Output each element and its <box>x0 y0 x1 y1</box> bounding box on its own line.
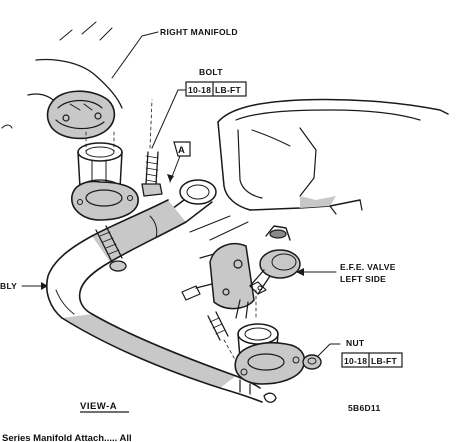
efe-valve <box>181 225 301 319</box>
lower-flange <box>234 323 306 403</box>
upper-flange <box>71 180 139 221</box>
nut-torque-value: 10-18 <box>344 356 367 366</box>
leader-bolt <box>151 89 187 149</box>
callout-a-letter: A <box>178 145 185 156</box>
leader-nut <box>317 343 341 357</box>
label-right-manifold: RIGHT MANIFOLD <box>160 27 238 37</box>
nut-part <box>302 354 322 370</box>
label-bolt: BOLT <box>199 67 223 77</box>
callout-a: A <box>167 141 191 183</box>
label-efe-valve-line1: E.F.E. VALVE <box>340 262 396 272</box>
engine-housing <box>189 98 449 241</box>
label-nut: NUT <box>346 338 365 348</box>
figure-caption-partial: Series Manifold Attach..... All <box>2 433 132 442</box>
pipe-bolt <box>95 225 127 272</box>
top-bolt <box>141 151 163 197</box>
label-figure-code: 5B6D11 <box>348 403 381 413</box>
bolt-torque-box: 10-18 LB-FT <box>185 81 247 97</box>
right-manifold <box>1 21 123 140</box>
nut-torque-unit: LB-FT <box>371 356 398 366</box>
bolt-torque-value: 10-18 <box>188 85 211 95</box>
nut-torque-box: 10-18 LB-FT <box>341 352 403 368</box>
label-assembly-partial: BLY <box>0 281 17 291</box>
leader-right-manifold <box>111 31 159 79</box>
label-efe-valve-line2: LEFT SIDE <box>340 274 386 284</box>
bolt-torque-unit: LB-FT <box>215 85 242 95</box>
label-view-a: VIEW-A <box>80 401 117 412</box>
